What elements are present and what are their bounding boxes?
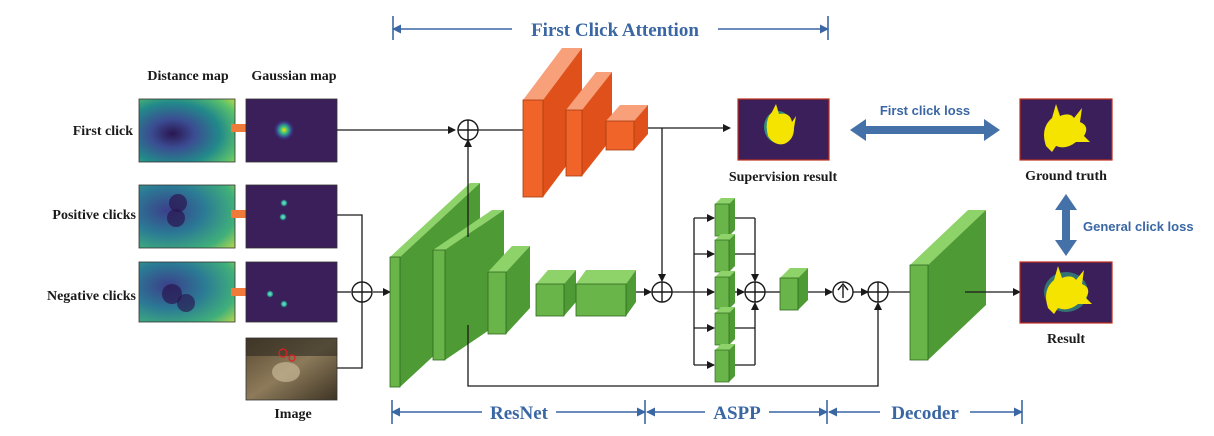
decoder-add-node [867,281,889,303]
image-label: Image [274,407,311,422]
supervision-result-image [737,98,830,161]
ground-truth-image [1019,98,1113,161]
aspp-merge-lines [735,217,759,366]
resnet-label: ResNet [490,403,549,424]
attention-output-lines [648,124,731,282]
ground-truth-label: Ground truth [1025,169,1107,184]
gaussian-map-negative [245,261,338,323]
distance-map-negative [138,261,236,323]
resnet-block-5 [575,270,636,317]
first-click-attention-label: First Click Attention [531,20,699,41]
result-image [1019,261,1113,324]
attention-add-node [457,119,479,141]
first-click-label: First click [73,124,133,139]
fusion-add-node [651,281,673,303]
aspp-branch-blocks [714,198,735,383]
general-click-loss-arrow [1055,194,1077,256]
general-click-loss-label: General click loss [1083,219,1194,234]
gaussian-map-header: Gaussian map [251,69,336,84]
input-image [245,337,338,401]
gaussian-map-positive [245,184,338,249]
resnet-block-4 [535,270,576,317]
attention-block-2 [565,72,612,177]
negative-clicks-label: Negative clicks [47,289,137,304]
aspp-branch-lines [694,214,715,369]
aspp-module [693,198,759,383]
aspp-label: ASPP [713,403,761,424]
skip-connection-line [467,302,882,387]
upsample-node [832,281,854,303]
input-connections [337,126,456,369]
attention-span: First Click Attention [392,16,829,41]
decoder-block [909,210,986,361]
supervision-result-label: Supervision result [729,170,838,185]
resnet-blocks [389,183,636,388]
gaussian-map-first [245,98,338,163]
attention-block-3 [605,105,648,151]
first-click-loss-arrow [850,119,1000,141]
distance-map-first [138,98,236,163]
result-label: Result [1047,332,1085,347]
positive-clicks-label: Positive clicks [52,208,136,223]
aspp-projection-block [779,268,808,311]
attention-block-1 [522,48,582,198]
distance-map-positive [138,184,236,249]
concat-node [351,281,373,303]
aspp-merge-node [744,281,766,303]
resnet-block-3 [487,246,530,335]
distance-map-header: Distance map [147,69,228,84]
first-click-loss-label: First click loss [880,103,970,118]
attention-blocks [522,48,648,198]
bottom-spans: ResNet ASPP Decoder [391,400,1023,424]
decoder-label: Decoder [891,403,959,424]
